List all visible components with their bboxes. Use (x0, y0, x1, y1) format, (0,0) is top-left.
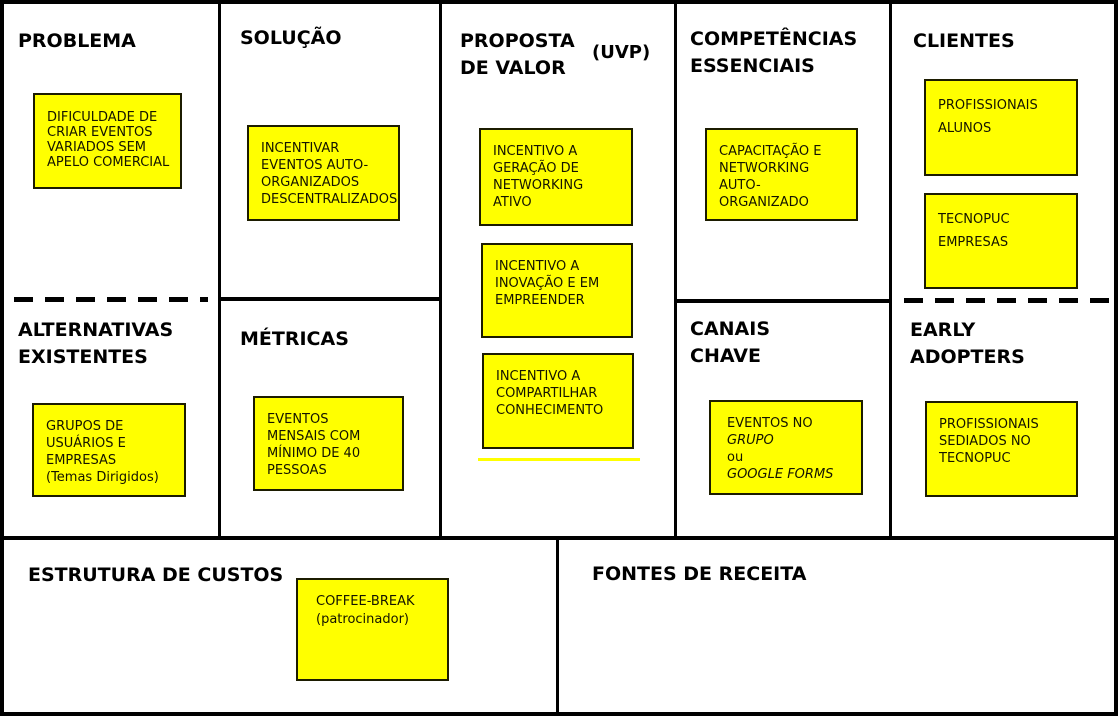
title-line: ADOPTERS (910, 346, 1025, 368)
sticky-note-solucao: INCENTIVAR EVENTOS AUTO- ORGANIZADOS DES… (247, 125, 400, 221)
note-line: SEDIADOS NO (939, 434, 1031, 449)
note-line: GRUPOS DE (46, 419, 124, 434)
note-line: INCENTIVAR (261, 141, 340, 156)
note-line: MENSAIS COM (267, 429, 361, 444)
proposta-underline (478, 458, 640, 461)
sticky-note-proposta-1: INCENTIVO A GERAÇÃO DE NETWORKING ATIVO (479, 128, 633, 226)
note-line: ATIVO (493, 195, 532, 210)
sticky-note-proposta-2: INCENTIVO A INOVAÇÃO E EM EMPREENDER (481, 243, 633, 338)
note-line: INCENTIVO A (493, 144, 578, 159)
column-divider-3 (674, 4, 677, 538)
title-line: CLIENTES (913, 30, 1015, 52)
title-line: ESTRUTURA DE CUSTOS (28, 564, 284, 586)
problema-dashed-divider (14, 297, 208, 302)
note-line: EMPREENDER (495, 293, 585, 308)
title-line: FONTES DE RECEITA (592, 563, 807, 585)
note-line: EVENTOS NO (727, 416, 813, 431)
uvp-label: (UVP) (592, 42, 651, 63)
title-line: EXISTENTES (18, 346, 148, 368)
note-line: GERAÇÃO DE (493, 161, 579, 176)
note-line: CAPACITAÇÃO E (719, 144, 822, 159)
note-line: (patrocinador) (316, 612, 409, 627)
note-line: NETWORKING (493, 178, 584, 193)
note-line: TECNOPUC (938, 212, 1010, 227)
note-line: APELO COMERCIAL (47, 155, 170, 170)
column-divider-4 (889, 4, 892, 538)
note-line: GRUPO (727, 433, 774, 448)
note-line: DESCENTRALIZADOS (261, 192, 398, 207)
title-line: ESSENCIAIS (690, 55, 815, 77)
note-line: COFFEE-BREAK (316, 594, 415, 609)
note-line: EMPRESAS (46, 453, 117, 468)
note-line: EVENTOS (267, 412, 329, 427)
title-line: MÉTRICAS (240, 328, 349, 350)
note-line: PESSOAS (267, 463, 327, 478)
bottom-row-divider (4, 536, 1114, 540)
title-line: EARLY (910, 319, 976, 341)
note-line: INOVAÇÃO E EM (495, 276, 600, 291)
title-line: PROPOSTA (460, 30, 575, 52)
note-line: USUÁRIOS E (46, 436, 126, 451)
note-line: PROFISSIONAIS (938, 98, 1038, 113)
sticky-note-clientes-1: PROFISSIONAIS ALUNOS (924, 79, 1078, 176)
sticky-note-clientes-2: TECNOPUC EMPRESAS (924, 193, 1078, 289)
title-line: CHAVE (690, 345, 761, 367)
title-line: SOLUÇÃO (240, 27, 342, 49)
note-line: NETWORKING (719, 161, 810, 176)
note-line: DIFICULDADE DE (47, 110, 158, 125)
note-line: CONHECIMENTO (496, 403, 604, 418)
sticky-note-canais: EVENTOS NO GRUPO ou GOOGLE FORMS (709, 400, 863, 495)
section-title-problema: PROBLEMA (18, 28, 136, 55)
section-title-early-adopters: EARLY ADOPTERS (910, 317, 1025, 371)
title-line: PROBLEMA (18, 30, 136, 52)
section-title-proposta-de-valor: PROPOSTA DE VALOR (460, 28, 575, 82)
section-title-solucao: SOLUÇÃO (240, 25, 342, 52)
sticky-note-proposta-3: INCENTIVO A COMPARTILHAR CONHECIMENTO (482, 353, 634, 449)
section-title-fontes-de-receita: FONTES DE RECEITA (592, 561, 806, 588)
note-line: EVENTOS AUTO- (261, 158, 369, 173)
note-line: (Temas Dirigidos) (46, 470, 159, 485)
note-line: GOOGLE FORMS (727, 467, 834, 482)
note-line: MÍNIMO DE 40 (267, 446, 361, 461)
note-line: AUTO- (719, 178, 761, 193)
note-line: VARIADOS SEM (47, 140, 147, 155)
column-divider-2 (439, 4, 442, 538)
sticky-note-metricas: EVENTOS MENSAIS COM MÍNIMO DE 40 PESSOAS (253, 396, 404, 491)
sticky-note-coffee-break: COFFEE-BREAK (patrocinador) (296, 578, 449, 681)
solucao-metricas-divider (218, 297, 442, 301)
clientes-dashed-divider (904, 298, 1112, 303)
note-line: ou (727, 450, 744, 465)
sticky-note-alternativas: GRUPOS DE USUÁRIOS E EMPRESAS (Temas Dir… (32, 403, 186, 497)
section-title-metricas: MÉTRICAS (240, 326, 349, 353)
section-title-estrutura-de-custos: ESTRUTURA DE CUSTOS (28, 562, 283, 589)
section-title-competencias: COMPETÊNCIAS ESSENCIAIS (690, 26, 857, 80)
section-title-clientes: CLIENTES (913, 28, 1015, 55)
sticky-note-competencias: CAPACITAÇÃO E NETWORKING AUTO- ORGANIZAD… (705, 128, 858, 221)
section-title-canais-chave: CANAIS CHAVE (690, 316, 770, 370)
column-divider-1 (218, 4, 221, 538)
note-line: COMPARTILHAR (496, 386, 598, 401)
title-line: DE VALOR (460, 57, 566, 79)
sticky-note-early-adopters: PROFISSIONAIS SEDIADOS NO TECNOPUC (925, 401, 1078, 497)
note-line: INCENTIVO A (496, 369, 581, 384)
title-line: ALTERNATIVAS (18, 319, 174, 341)
competencias-canais-divider (674, 299, 892, 303)
note-line: ALUNOS (938, 121, 992, 136)
note-line: EMPRESAS (938, 235, 1009, 250)
section-title-alternativas: ALTERNATIVAS EXISTENTES (18, 317, 173, 371)
title-line: CANAIS (690, 318, 771, 340)
note-line: CRIAR EVENTOS (47, 125, 153, 140)
note-line: TECNOPUC (939, 451, 1011, 466)
note-line: ORGANIZADO (719, 195, 809, 210)
sticky-note-problema: DIFICULDADE DE CRIAR EVENTOS VARIADOS SE… (33, 93, 182, 189)
note-line: INCENTIVO A (495, 259, 580, 274)
bottom-column-divider (556, 540, 559, 712)
note-line: ORGANIZADOS (261, 175, 360, 190)
note-line: PROFISSIONAIS (939, 417, 1039, 432)
title-line: COMPETÊNCIAS (690, 28, 858, 50)
